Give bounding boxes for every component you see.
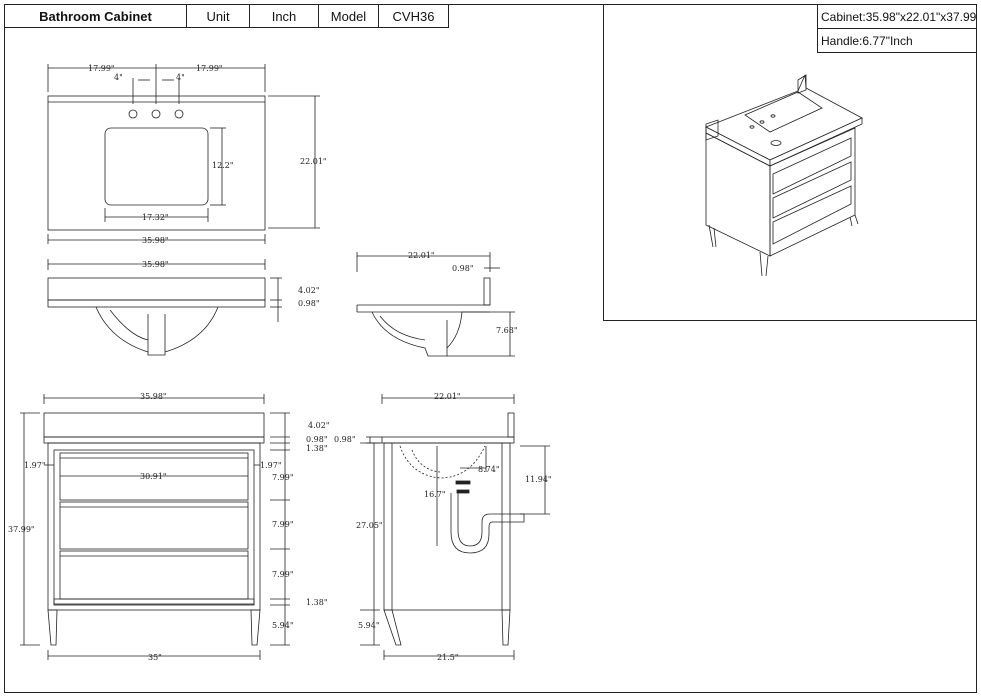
- cabinet-spec: Cabinet:35.98"x22.01"x37.99: [818, 5, 977, 29]
- dim-front-top-width: 35.98": [142, 260, 169, 269]
- title-cell: Bathroom Cabinet: [5, 5, 187, 27]
- dim-side-top-bowl: 7.68": [496, 326, 518, 335]
- dimension-labels: 17.99" 17.99" 4" 4" 22.01" 12.2" 17.32" …: [8, 64, 552, 662]
- dim-top-right-half: 17.99": [196, 64, 223, 73]
- dim-front-width: 35.98": [140, 392, 167, 401]
- dim-front-side-left: 1.97": [24, 461, 46, 470]
- dim-front-total-height: 37.99": [8, 525, 35, 534]
- dim-faucet-left: 4": [114, 73, 123, 82]
- handle-spec: Handle:6.77"Inch: [818, 29, 977, 53]
- dim-sink-width: 17.32": [142, 213, 169, 222]
- dim-front-leg: 5.94": [272, 621, 294, 630]
- dim-side-top-thk: 0.98": [334, 435, 356, 444]
- dim-front-inner-width: 30.91": [140, 472, 167, 481]
- dim-front-rail-bottom: 1.38": [306, 598, 328, 607]
- model-value-cell: CVH36: [379, 5, 449, 27]
- side-view: [360, 394, 550, 660]
- isometric-cabinet: [705, 74, 863, 277]
- dim-faucet-right: 4": [176, 73, 185, 82]
- top-view: [47, 64, 320, 244]
- dim-front-side-right: 1.97": [260, 461, 282, 470]
- spec-box: Cabinet:35.98"x22.01"x37.99 Handle:6.77"…: [817, 5, 977, 53]
- dim-top-left-half: 17.99": [88, 64, 115, 73]
- dim-side-leg: 5.94": [358, 621, 380, 630]
- dim-side-base-depth: 21.5": [437, 653, 459, 662]
- dim-front-backsplash: 4.02": [308, 421, 330, 430]
- dim-side-top-depth: 22.01": [408, 251, 435, 260]
- dim-front-drawer-3: 7.99": [272, 570, 294, 579]
- unit-label-cell: Unit: [187, 5, 250, 27]
- dim-side-drain-offset: 8.74": [478, 465, 500, 474]
- dim-front-drawer-2: 7.99": [272, 520, 294, 529]
- dim-front-top-thickness: 0.98": [298, 299, 320, 308]
- dim-top-depth: 22.01": [300, 157, 327, 166]
- dim-front-drawer-1: 7.99": [272, 473, 294, 482]
- dim-side-top-splash: 0.98": [452, 264, 474, 273]
- dim-front-base-width: 35": [148, 653, 162, 662]
- dim-side-drain-height: 11.94": [525, 475, 552, 484]
- dim-side-drain-depth: 16.7": [424, 490, 446, 499]
- drawing-frame: [4, 4, 977, 693]
- dim-side-depth: 22.01": [434, 392, 461, 401]
- front-view: [20, 394, 290, 660]
- dim-side-body-height: 27.05": [356, 521, 383, 530]
- dim-sink-depth: 12.2": [212, 161, 234, 170]
- dim-front-rail-top: 1.38": [306, 444, 328, 453]
- title-block: Bathroom Cabinet Unit Inch Model CVH36: [5, 5, 449, 28]
- dim-front-top-thk: 0.98": [306, 435, 328, 444]
- unit-value-cell: Inch: [250, 5, 319, 27]
- dim-top-width: 35.98": [142, 236, 169, 245]
- front-top-view: [47, 259, 282, 356]
- dim-front-top-backsplash: 4.02": [298, 286, 320, 295]
- model-label-cell: Model: [319, 5, 379, 27]
- isometric-panel: Cabinet:35.98"x22.01"x37.99 Handle:6.77"…: [603, 5, 977, 321]
- side-top-view: [356, 252, 515, 357]
